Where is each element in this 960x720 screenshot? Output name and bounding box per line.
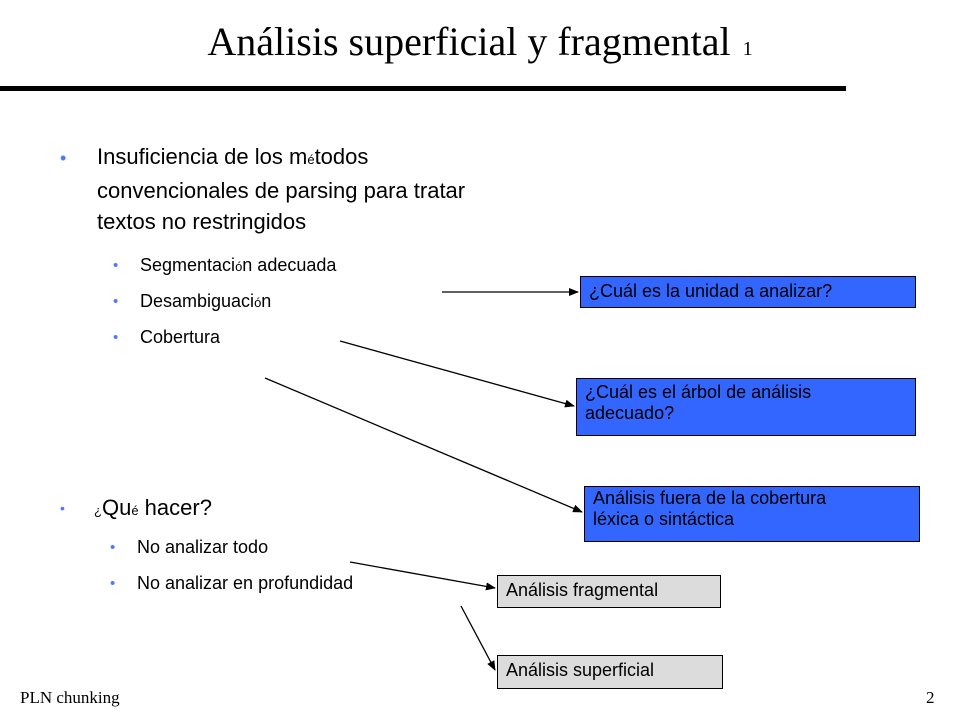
bullet-dot: •: [113, 329, 119, 346]
box-coverage: Análisis fuera de la cobertura léxica o …: [584, 486, 920, 542]
bullet-main-1: Insuficiencia de los métodos convenciona…: [97, 141, 465, 237]
sub-bullet-desambiguacion: Desambiguación: [140, 291, 272, 311]
sub-bullet-no-analizar-profundidad: No analizar en profundidad: [137, 573, 354, 593]
arrow-to-superficial: [460, 605, 496, 671]
box-superficial: Análisis superficial: [497, 655, 723, 689]
bullet-dot: •: [113, 257, 119, 274]
box-tree-question: ¿Cuál es el árbol de análisis adecuado?: [576, 378, 916, 436]
arrow-to-coverage: [264, 377, 583, 513]
box-fragmental: Análisis fragmental: [497, 575, 721, 608]
slide-title-text: Análisis superficial y fragmental: [207, 19, 731, 64]
bullet-main-1-line-1: Insuficiencia de los métodos: [97, 144, 369, 169]
box-unit-question: ¿Cuál es la unidad a analizar?: [580, 276, 916, 308]
slide-title-number: 1: [742, 38, 753, 60]
sub-bullet-cobertura: Cobertura: [140, 327, 221, 347]
bullet-dot: •: [110, 539, 116, 556]
arrow-to-fragmental: [349, 561, 496, 591]
slide-title: Análisis superficial y fragmental 1: [0, 18, 960, 65]
bullet-main-2: ¿Qué hacer?: [94, 495, 212, 520]
bullet-dot: •: [113, 293, 119, 310]
page-number: 2: [926, 688, 935, 707]
sub-bullet-segmentacion: Segmentación adecuada: [140, 255, 337, 275]
bullet-main-1-line-3: textos no restringidos: [97, 209, 307, 234]
bullet-dot: •: [60, 500, 65, 516]
bullet-dot: •: [60, 148, 67, 168]
bullet-dot: •: [110, 575, 116, 592]
arrow-to-tree: [339, 340, 575, 408]
sub-bullet-no-analizar-todo: No analizar todo: [137, 537, 269, 557]
footer-label: PLN chunking: [20, 688, 120, 707]
title-rule: [0, 86, 846, 91]
bullet-main-1-line-2: convencionales de parsing para tratar: [97, 178, 466, 203]
